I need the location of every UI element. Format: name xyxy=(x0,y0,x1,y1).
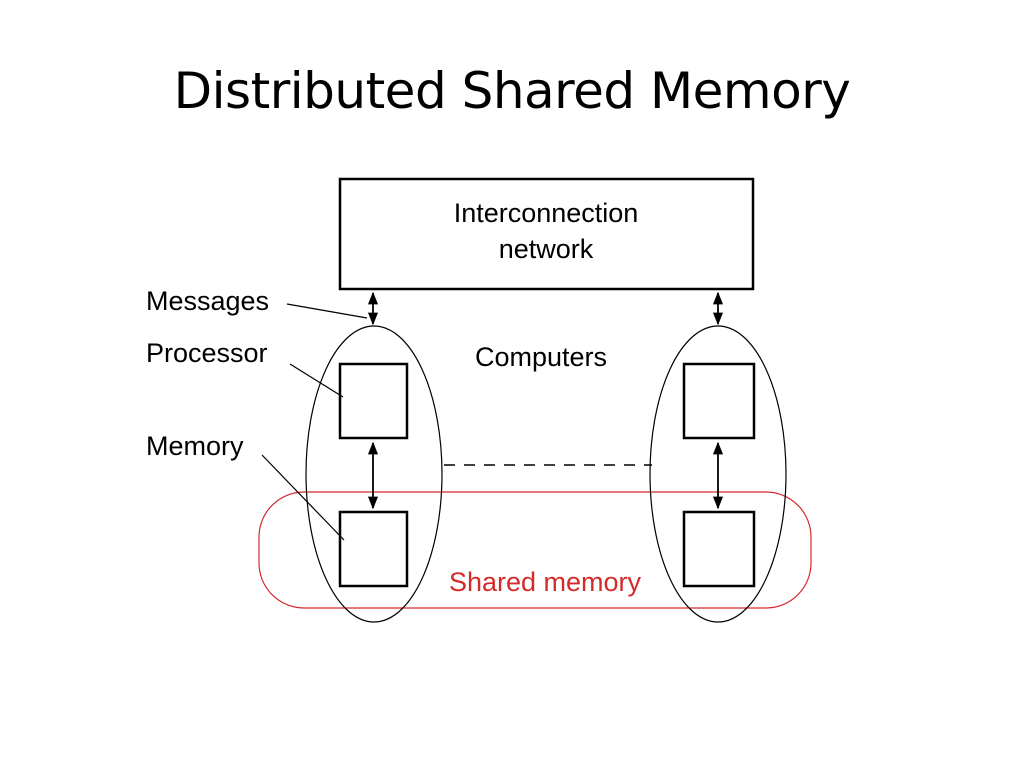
memory-right-box xyxy=(682,510,756,588)
processor-pointer xyxy=(289,363,344,398)
processor-left-box xyxy=(338,362,409,440)
processor-label: Processor xyxy=(146,338,268,368)
computers-label: Computers xyxy=(475,342,607,372)
shared-memory-label: Shared memory xyxy=(449,567,642,597)
memory-left-box xyxy=(338,510,409,588)
processor-right-box xyxy=(682,362,756,440)
messages-label: Messages xyxy=(146,286,269,316)
interconnection-network-box xyxy=(338,177,755,291)
memory-pointer xyxy=(261,454,345,541)
shared-memory-region xyxy=(258,491,812,609)
computer-right-ellipse xyxy=(649,325,787,623)
messages-pointer xyxy=(286,303,368,319)
network-label-line1: Interconnection xyxy=(454,198,639,228)
network-label-line2: network xyxy=(499,234,594,264)
memory-label: Memory xyxy=(146,431,244,461)
computer-left-ellipse xyxy=(305,325,443,623)
slide-title: Distributed Shared Memory xyxy=(173,62,851,120)
